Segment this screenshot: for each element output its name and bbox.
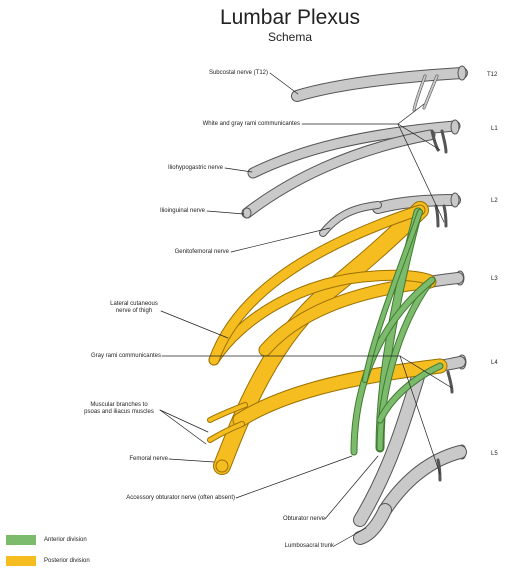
level-l1: L1 xyxy=(491,126,498,132)
label-genitofemoral: Genitofemoral nerve xyxy=(175,249,229,256)
label-gray-rami: Gray rami communicantes xyxy=(91,353,161,360)
legend-label-posterior: Posterior division xyxy=(44,558,90,564)
level-l3: L3 xyxy=(491,276,498,282)
level-l4: L4 xyxy=(491,360,498,366)
label-ilioinguinal: Ilioinguinal nerve xyxy=(160,208,205,215)
label-lateral-cutaneous: Lateral cutaneous nerve of thigh xyxy=(107,301,161,315)
label-muscular: Muscular branches to psoas and iliacus m… xyxy=(76,402,162,416)
level-t12: T12 xyxy=(487,72,497,78)
t12-root xyxy=(458,66,466,80)
label-iliohypogastric: Iliohypogastric nerve xyxy=(168,165,223,172)
legend-swatch-posterior xyxy=(6,556,36,566)
label-lumbosacral: Lumbosacral trunk xyxy=(285,543,334,550)
level-l2: L2 xyxy=(491,198,498,204)
legend-swatch-anterior xyxy=(6,535,36,545)
l1-root xyxy=(451,120,459,134)
label-subcostal: Subcostal nerve (T12) xyxy=(209,70,268,77)
l2-root xyxy=(451,193,459,207)
label-accessory-obturator: Accessory obturator nerve (often absent) xyxy=(126,495,235,502)
label-femoral: Femoral nerve xyxy=(129,456,168,463)
legend-label-anterior: Anterior division xyxy=(44,537,87,543)
label-rami: White and gray rami communicantes xyxy=(203,121,300,128)
label-obturator: Obturator nerve xyxy=(283,516,325,523)
level-l5: L5 xyxy=(491,451,498,457)
